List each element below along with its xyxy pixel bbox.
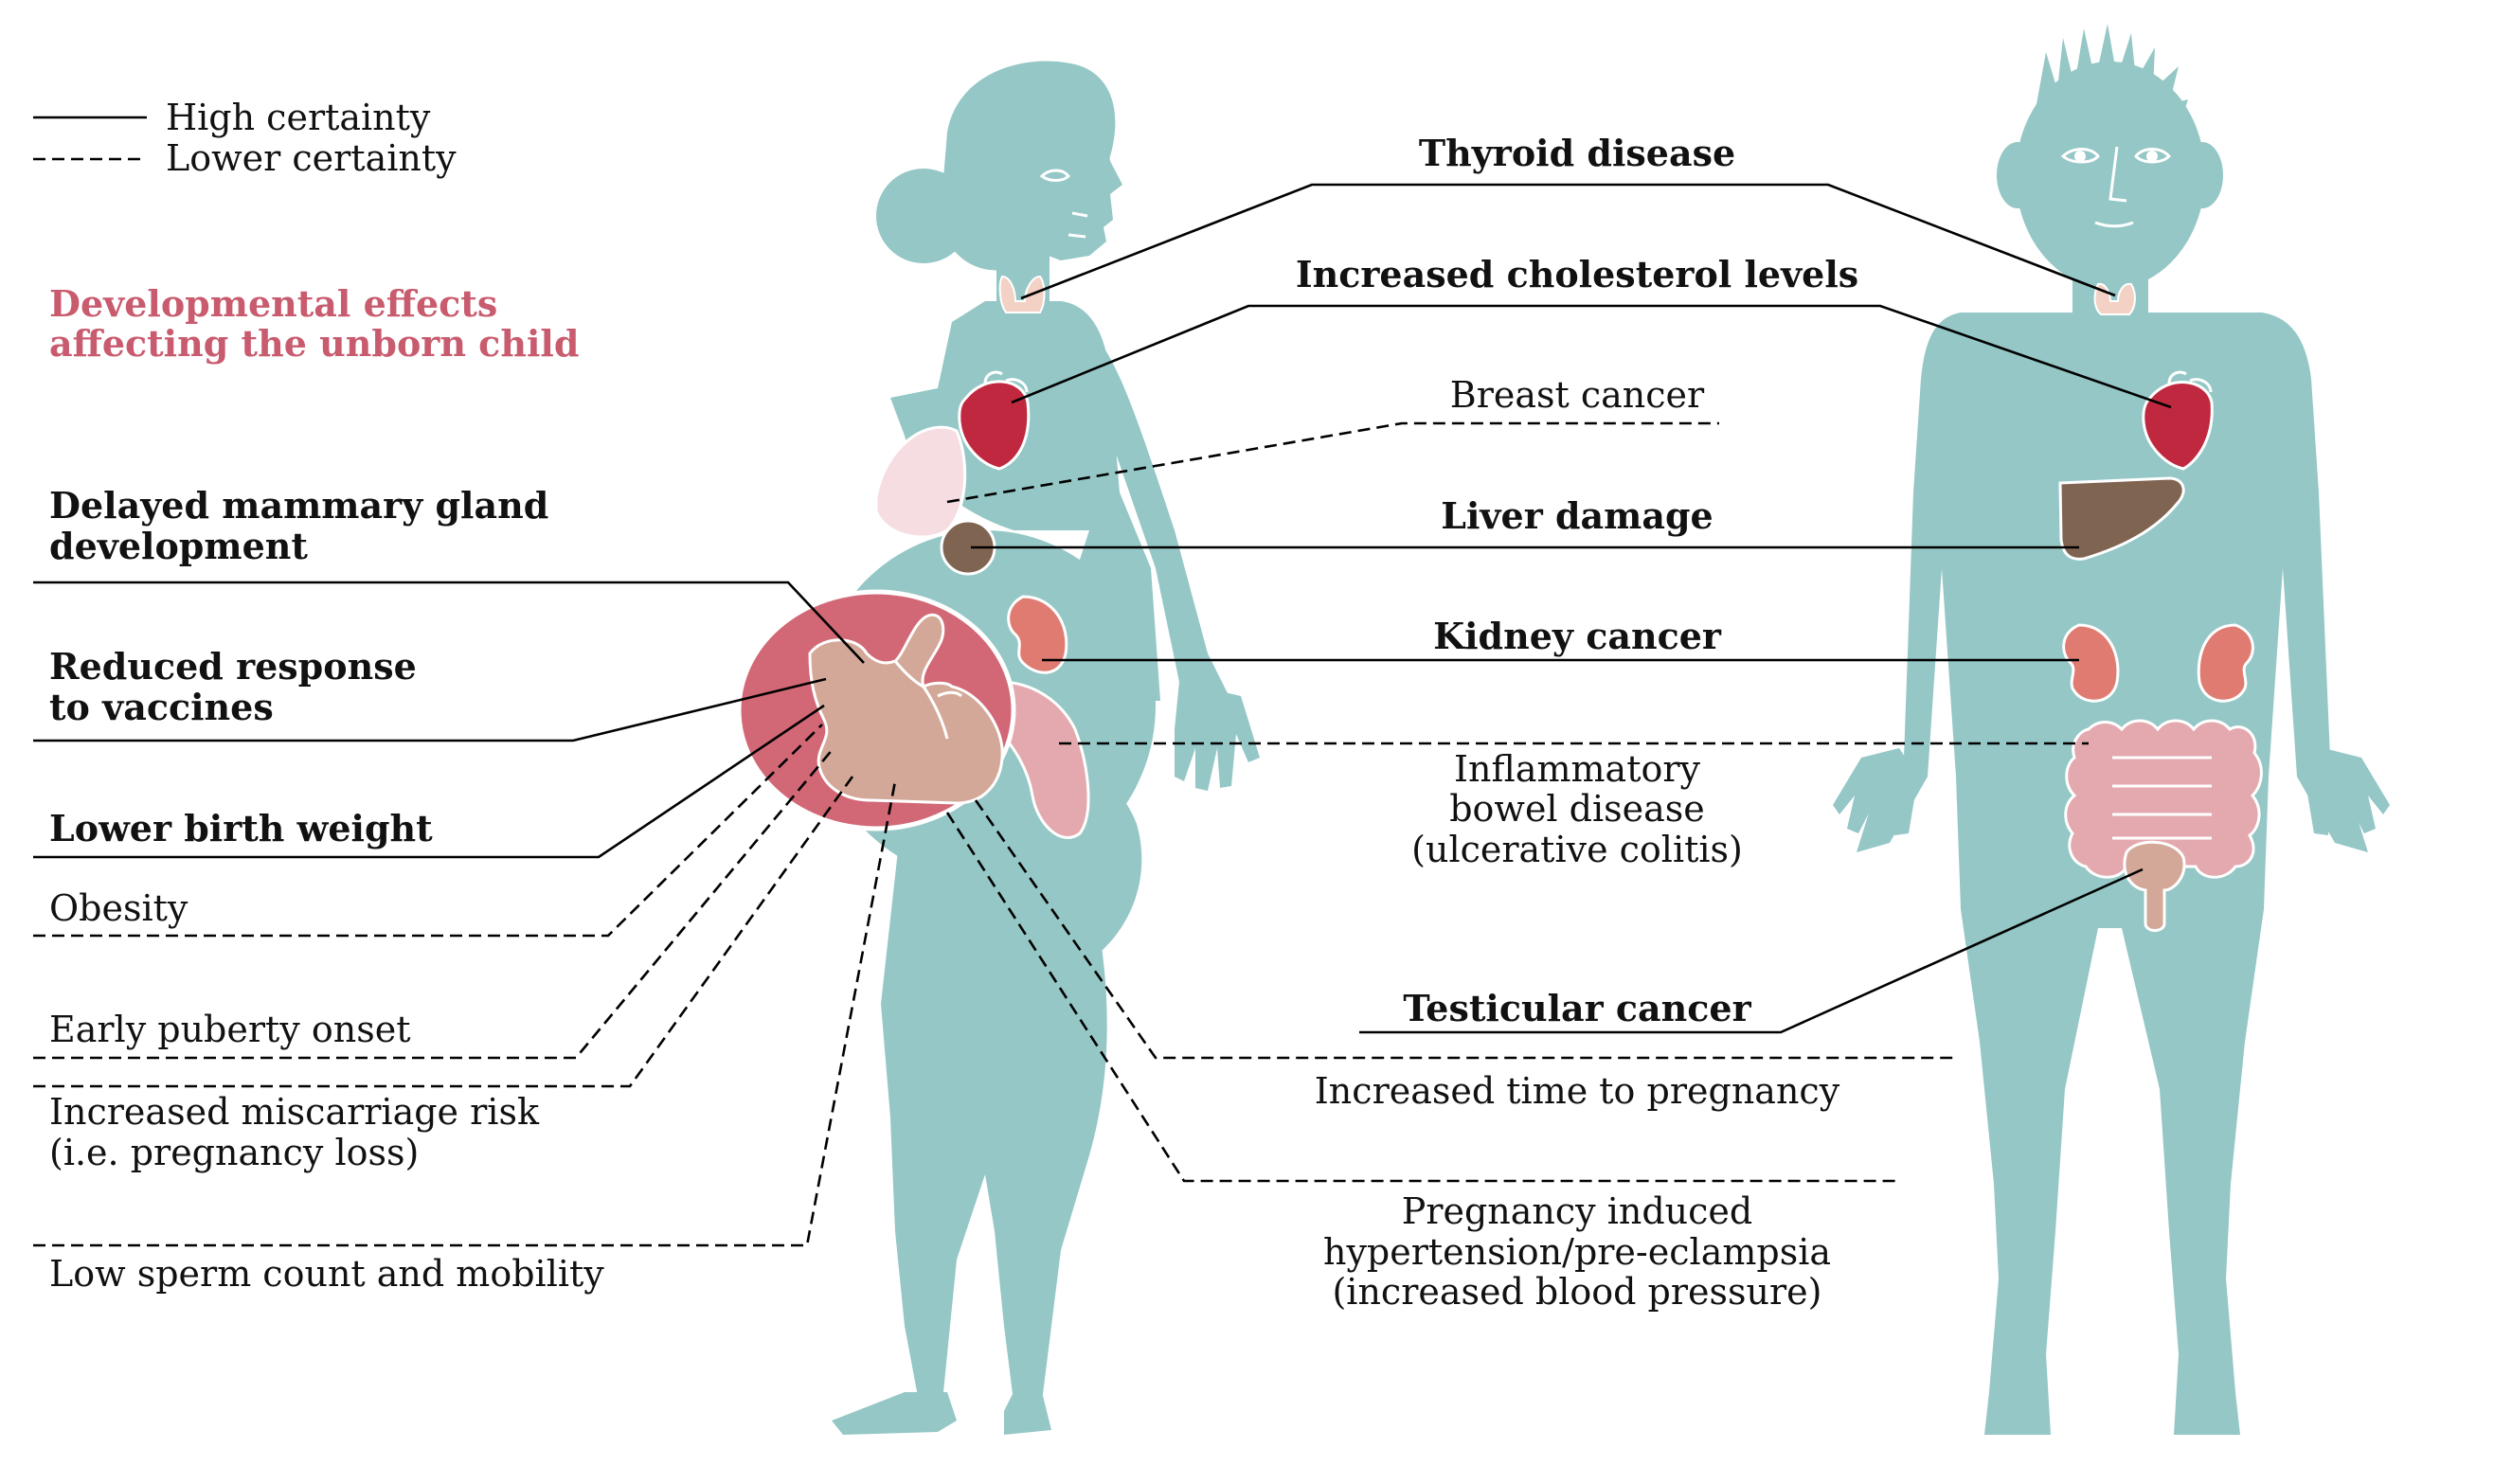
label-mammary-line1: Delayed mammary gland (49, 484, 548, 527)
legend-lower-certainty: Lower certainty (166, 137, 457, 179)
label-vaccines-line1: Reduced response (49, 645, 417, 688)
label-birth-weight: Lower birth weight (49, 807, 433, 849)
liver-organ-man (2058, 476, 2185, 561)
label-time-to-pregnancy: Increased time to pregnancy (1315, 1070, 1840, 1112)
kidney-organ-man-right (2197, 623, 2254, 703)
label-obesity: Obesity (49, 887, 188, 929)
man-figure (1833, 24, 2390, 1435)
section-heading-line2: affecting the unborn child (49, 322, 579, 365)
connector-puberty (33, 747, 834, 1060)
testicle-organ (2123, 840, 2186, 932)
connector-sperm (33, 780, 897, 1247)
label-testicular: Testicular cancer (1403, 987, 1751, 1029)
label-ibd-line3: (ulcerative colitis) (1411, 829, 1743, 870)
connector-mammary (33, 581, 865, 664)
label-miscarriage-line2: (i.e. pregnancy loss) (49, 1132, 419, 1173)
label-hypertension-line3: (increased blood pressure) (1332, 1271, 1821, 1313)
label-ibd-line1: Inflammatory (1454, 748, 1701, 790)
connector-birth-weight (33, 704, 825, 859)
kidney-organ-man-left (2062, 623, 2120, 703)
woman-figure (736, 61, 1260, 1435)
intestine-organ (997, 680, 1090, 839)
connector-vaccines (33, 677, 827, 742)
left-labels: Delayed mammary gland development Reduce… (49, 484, 604, 1295)
label-mammary-line2: development (49, 525, 308, 567)
label-hypertension-line2: hypertension/pre-eclampsia (1323, 1231, 1831, 1273)
label-thyroid: Thyroid disease (1419, 132, 1735, 174)
kidney-organ (1007, 595, 1068, 674)
label-ibd-line2: bowel disease (1449, 788, 1705, 830)
connector-lines (33, 183, 2172, 1247)
label-liver: Liver damage (1441, 494, 1713, 537)
connector-thyroid (1020, 183, 2116, 300)
legend: High certainty Lower certainty (33, 97, 457, 179)
fetus-figure (808, 613, 1004, 805)
connector-breast (946, 421, 1719, 504)
connector-cholesterol (1011, 304, 2172, 409)
legend-high-certainty: High certainty (166, 97, 431, 138)
connector-obesity (33, 724, 823, 938)
label-sperm: Low sperm count and mobility (49, 1253, 604, 1295)
connector-time-to-pregnancy (974, 799, 1956, 1060)
label-cholesterol: Increased cholesterol levels (1296, 253, 1858, 295)
thyroid-organ (998, 275, 1046, 313)
label-hypertension-line1: Pregnancy induced (1402, 1190, 1753, 1232)
connector-testicular (1359, 867, 2144, 1034)
label-puberty: Early puberty onset (49, 1009, 410, 1050)
connector-hypertension (945, 812, 1899, 1183)
label-miscarriage-line1: Increased miscarriage risk (49, 1091, 540, 1133)
center-labels: Thyroid disease Increased cholesterol le… (1296, 132, 1858, 1313)
label-vaccines-line2: to vaccines (49, 686, 274, 728)
connector-miscarriage (33, 776, 854, 1088)
label-breast-cancer: Breast cancer (1450, 374, 1705, 416)
label-kidney: Kidney cancer (1433, 615, 1722, 657)
breast-organ (874, 425, 967, 539)
section-heading-line1: Developmental effects (49, 282, 497, 325)
heart-organ (958, 380, 1031, 471)
